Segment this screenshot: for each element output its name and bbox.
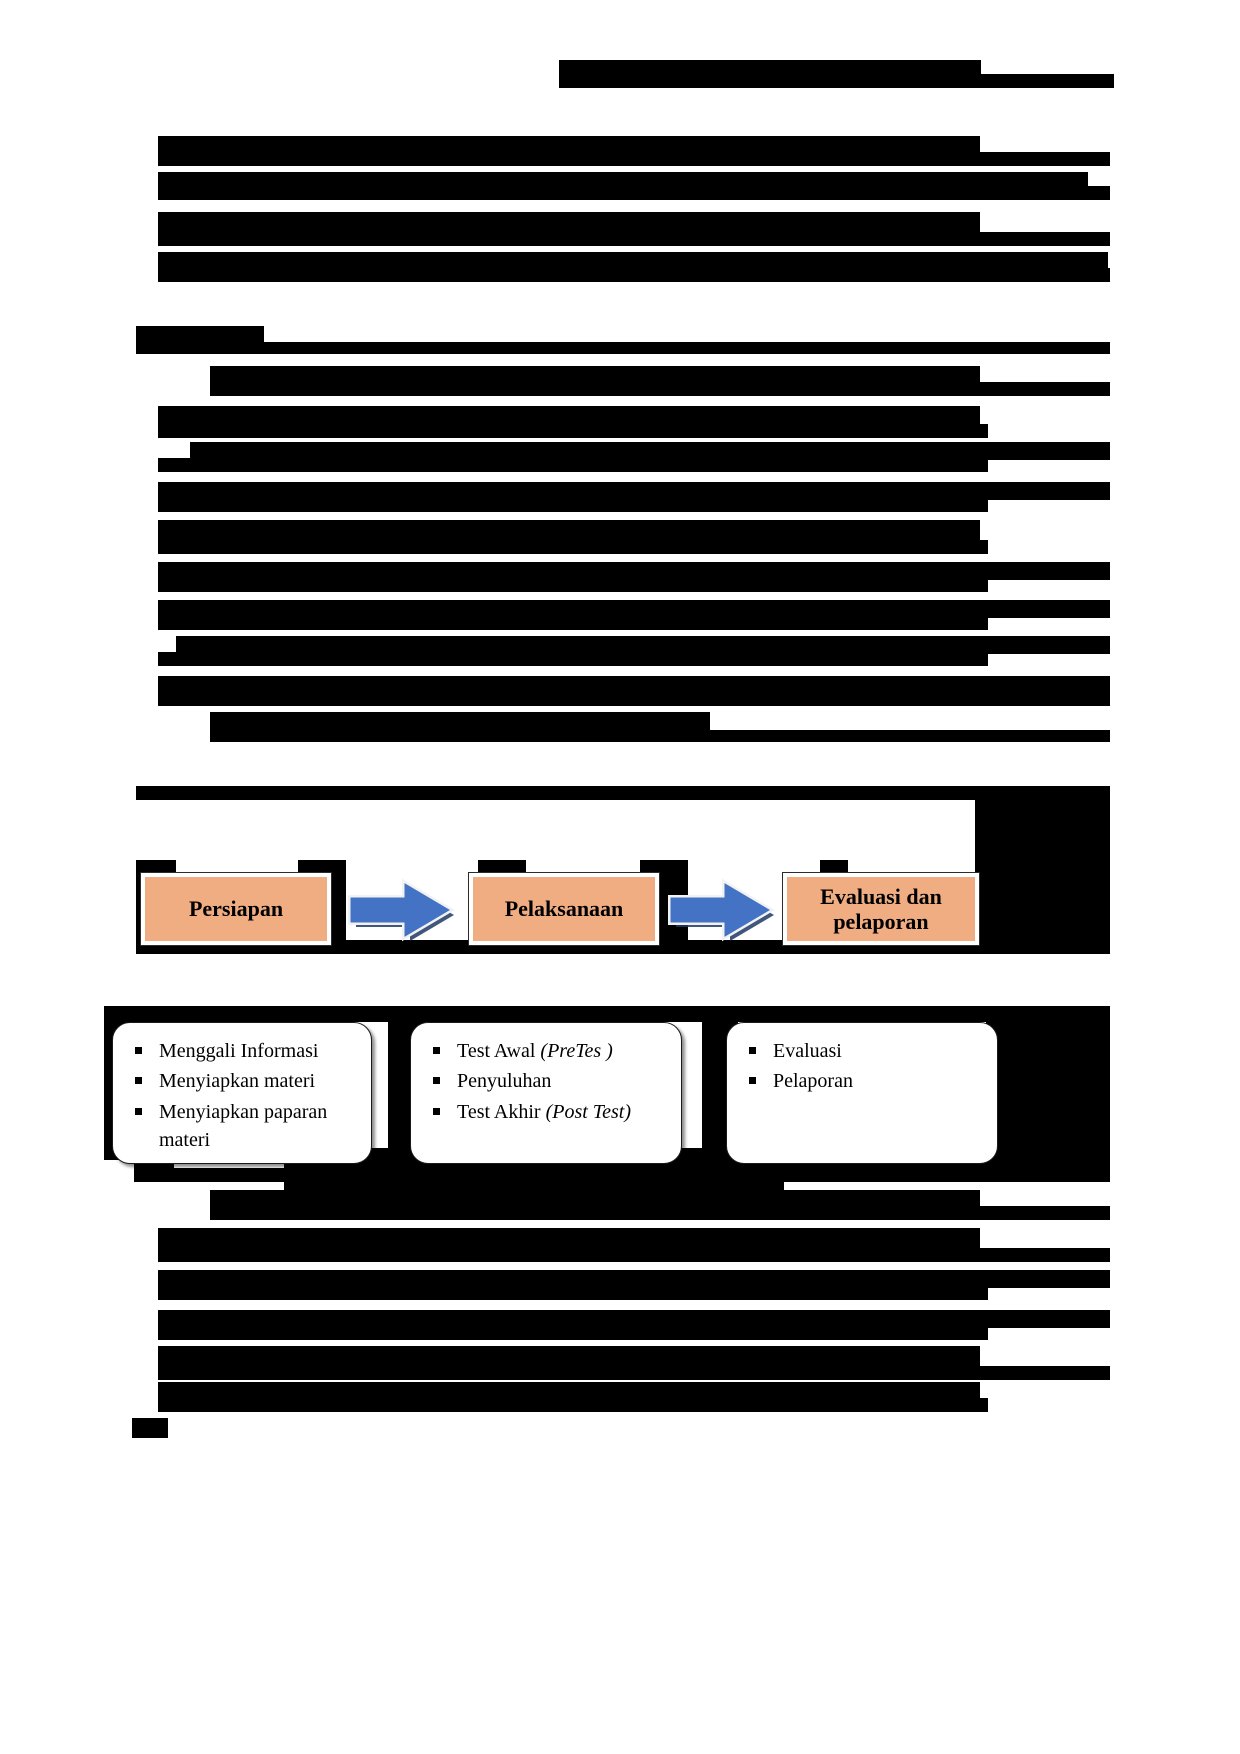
detail-list-item-term: (PreTes ) <box>540 1040 613 1062</box>
redaction-bar <box>158 578 988 592</box>
redaction-bar <box>158 406 980 426</box>
redaction-bar <box>158 1310 1110 1328</box>
redaction-bar <box>158 540 988 554</box>
redaction-bar <box>158 676 1110 694</box>
redaction-bar <box>975 860 1110 954</box>
redaction-bar <box>158 1228 980 1250</box>
square-bullet-icon <box>749 1047 756 1054</box>
redaction-bar <box>158 1286 988 1300</box>
redaction-bar <box>158 600 1110 618</box>
redaction-bar <box>132 1418 168 1438</box>
redaction-bar <box>158 1346 980 1368</box>
flow-stage-evaluasi-label: Evaluasi dan pelaporan <box>820 883 942 934</box>
flow-stage-pelaksanaan[interactable]: Pelaksanaan <box>468 872 660 946</box>
redaction-bar <box>158 616 988 630</box>
redaction-bar <box>158 136 980 156</box>
redaction-bar <box>190 442 1110 460</box>
flow-stage-persiapan-label: Persiapan <box>188 896 284 922</box>
flow-stage-evaluasi-fill: Evaluasi dan pelaporan <box>787 877 975 941</box>
redaction-bar <box>210 1206 1110 1220</box>
square-bullet-icon <box>135 1077 142 1085</box>
detail-list-item: Penyuluhan <box>429 1067 671 1095</box>
redaction-bar <box>158 424 988 438</box>
redaction-bar <box>136 326 264 346</box>
detail-list-item: Test Awal (PreTes ) <box>429 1037 671 1065</box>
redaction-bar <box>158 520 980 542</box>
square-bullet-icon <box>433 1107 440 1115</box>
redaction-bar <box>1000 1006 1110 1160</box>
redaction-bar <box>104 1006 1110 1022</box>
flow-stage-persiapan-fill: Persiapan <box>145 877 327 941</box>
redaction-bar <box>158 1248 1110 1262</box>
detail-list-item-text: Menyiapkan materi <box>159 1070 316 1093</box>
detail-list-item: Test Akhir (Post Test) <box>429 1098 671 1126</box>
redaction-bar <box>136 786 1110 800</box>
detail-list-item-text: Test Awal <box>457 1040 541 1062</box>
redaction-bar <box>559 74 1114 88</box>
square-bullet-icon <box>135 1107 142 1115</box>
detail-list-item-text: Penyuluhan <box>457 1070 552 1093</box>
flowchart-stage-row: Persiapan Pelaksanaan <box>140 872 1100 950</box>
redaction-bar <box>158 212 980 234</box>
redaction-bar <box>158 152 1110 166</box>
redaction-bar <box>158 1366 1110 1380</box>
redaction-bar <box>136 342 1110 354</box>
redaction-bar <box>158 1270 1110 1288</box>
detail-list-item-text: Pelaporan <box>773 1070 853 1093</box>
detail-list-item-text: Menggali Informasi <box>159 1040 319 1062</box>
flow-stage-pelaksanaan-fill: Pelaksanaan <box>473 877 655 941</box>
flow-stage-evaluasi-dan-pelaporan[interactable]: Evaluasi dan pelaporan <box>782 872 980 946</box>
detail-list-item: Evaluasi <box>745 1037 987 1065</box>
redaction-bar <box>158 232 1110 246</box>
detail-list-item-text: Menyiapkan paparan materi <box>159 1100 328 1152</box>
detail-list-item-text: Test Akhir <box>457 1100 546 1123</box>
redaction-bar <box>158 458 988 472</box>
detail-list-item: Menyiapkan materi <box>131 1067 361 1095</box>
redaction-bar <box>210 366 980 384</box>
redaction-bar <box>158 268 1110 282</box>
redaction-bar <box>158 1398 988 1412</box>
redaction-bar <box>158 498 988 512</box>
flow-stage-persiapan[interactable]: Persiapan <box>140 872 332 946</box>
redaction-bar <box>134 1168 1110 1182</box>
square-bullet-icon <box>433 1077 440 1085</box>
redaction-bar <box>158 252 1108 270</box>
detail-list-item: Pelaporan <box>745 1067 987 1095</box>
detail-list-item: Menggali Informasi <box>131 1037 361 1065</box>
redaction-bar <box>210 712 710 732</box>
square-bullet-icon <box>433 1047 440 1054</box>
redaction-bar <box>158 1326 988 1340</box>
detail-list-item-term: (Post Test) <box>545 1100 631 1123</box>
redaction-bar <box>176 636 1110 654</box>
redaction-bar <box>158 1382 980 1400</box>
arrow-right-icon <box>345 878 457 942</box>
redaction-bar <box>158 186 1110 200</box>
flow-stage-pelaksanaan-label: Pelaksanaan <box>504 896 624 922</box>
redaction-bar <box>210 1190 980 1208</box>
square-bullet-icon <box>135 1047 142 1054</box>
redaction-bar <box>158 172 1088 190</box>
redaction-bar <box>158 562 1110 580</box>
redaction-bar <box>158 652 988 666</box>
square-bullet-icon <box>749 1077 756 1085</box>
arrow-right-icon <box>665 878 777 942</box>
redaction-bar <box>210 382 1110 396</box>
detail-list-item-text: Evaluasi <box>773 1040 842 1062</box>
redaction-bar <box>559 60 981 76</box>
redaction-bar <box>210 730 1110 742</box>
redaction-bar <box>158 692 1110 706</box>
redaction-bar <box>158 482 1110 500</box>
detail-list-item: Menyiapkan paparan materi <box>131 1098 361 1155</box>
